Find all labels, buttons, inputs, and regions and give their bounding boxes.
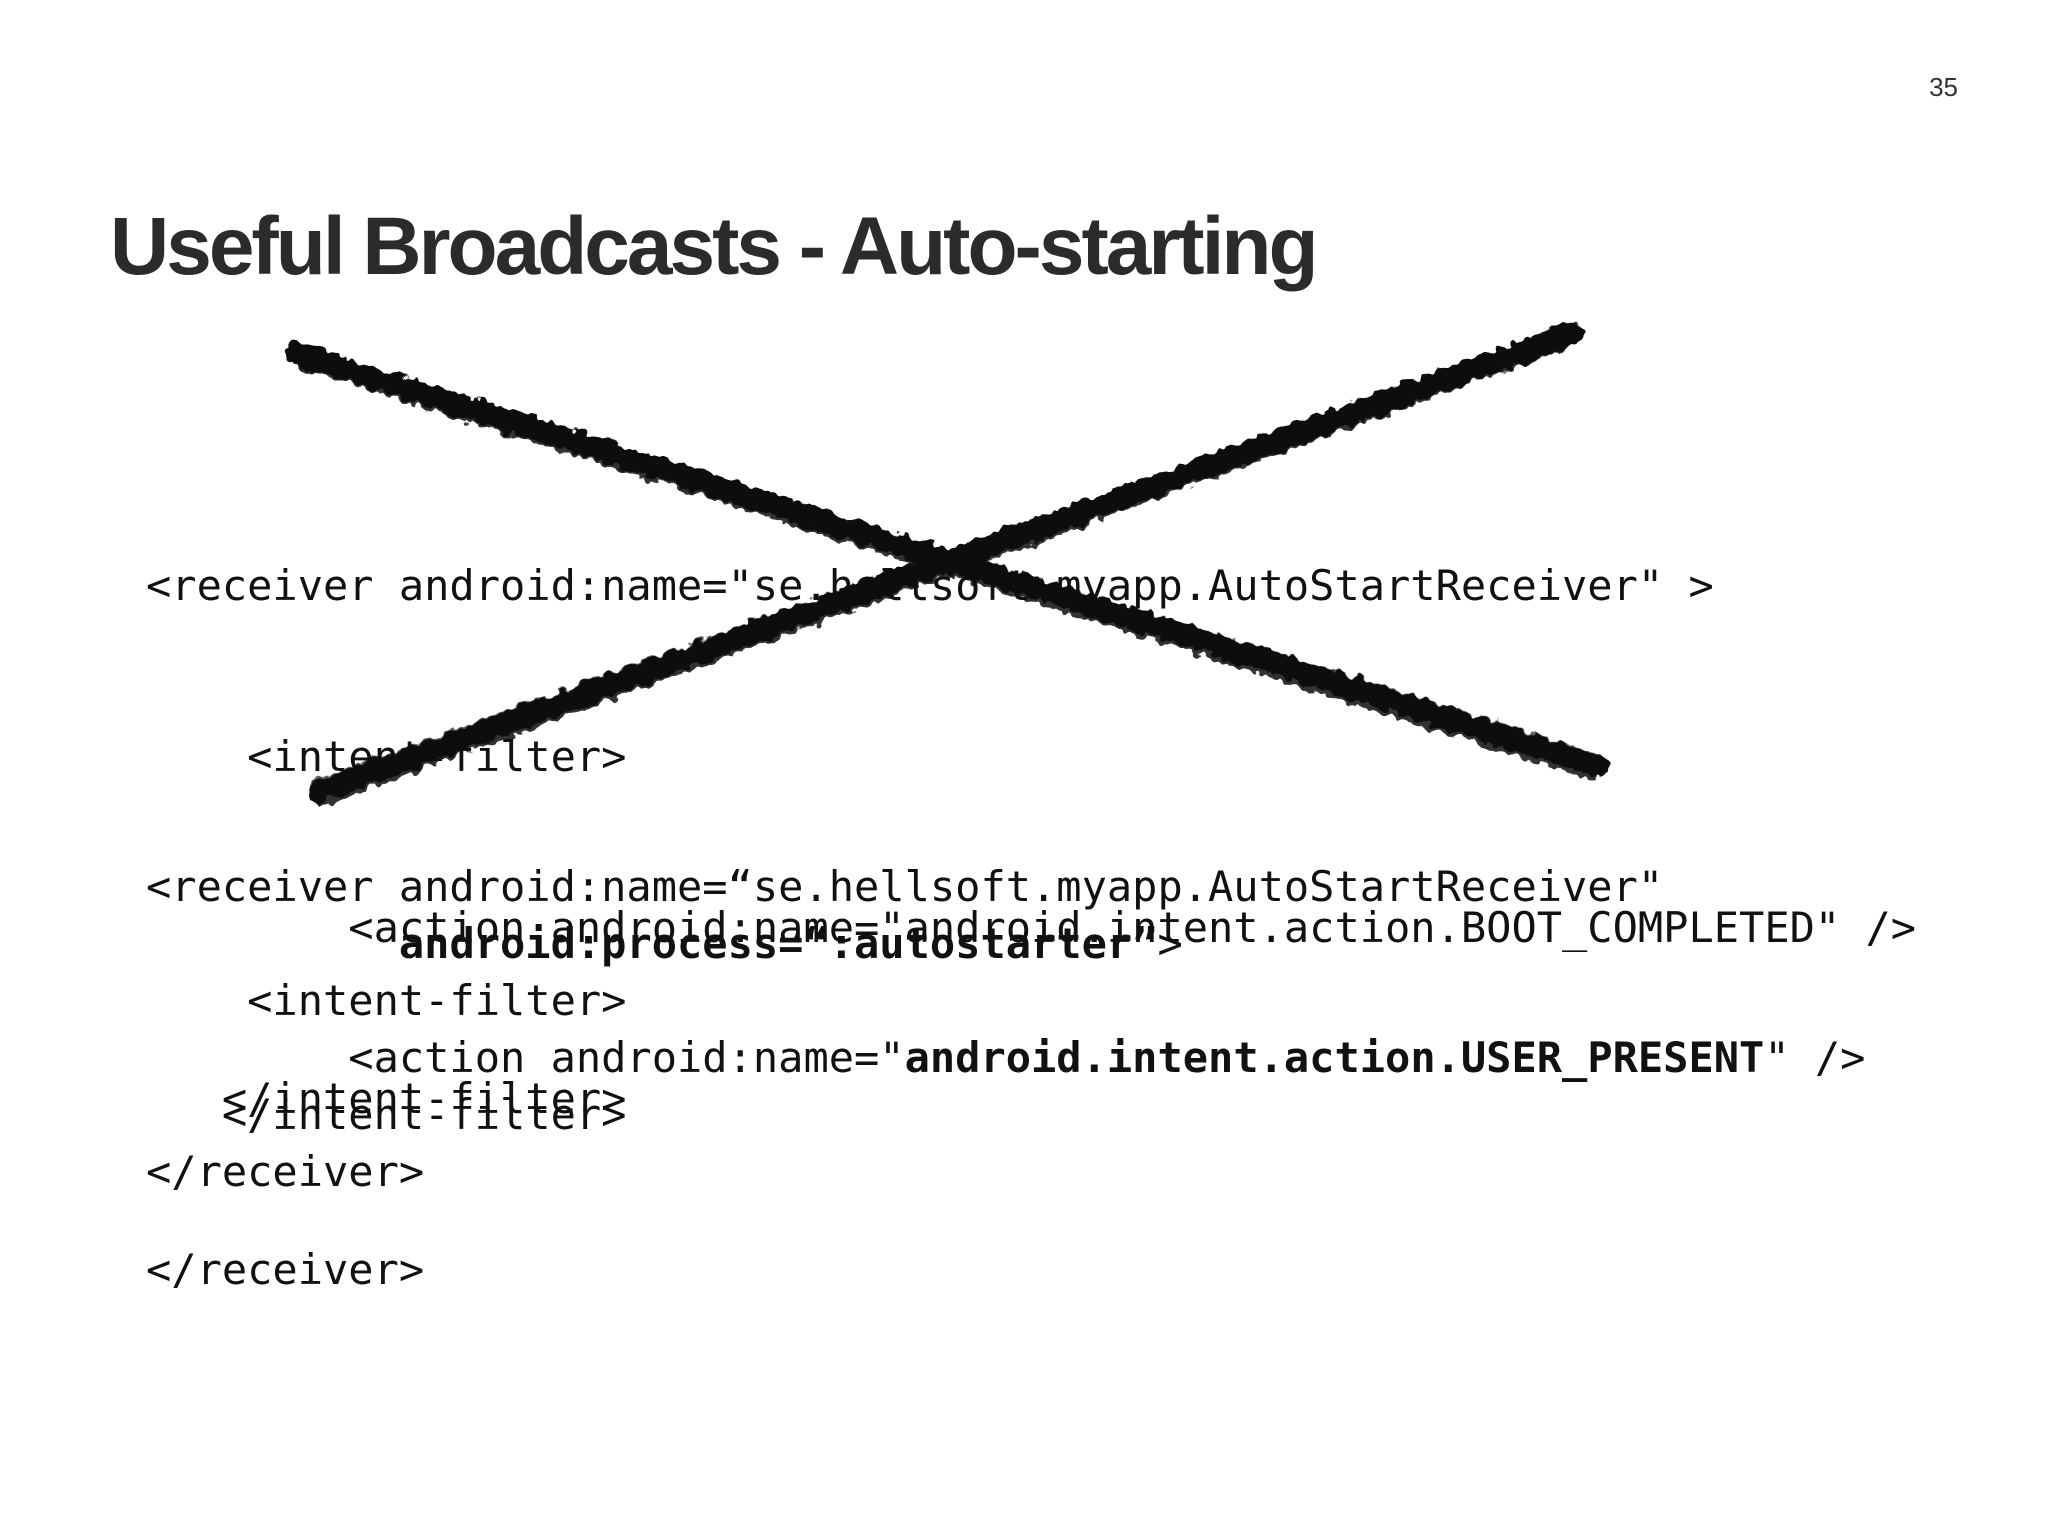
code-line: <receiver android:name="se.hellsoft.myap… [146, 561, 1714, 610]
code-highlight-process: android:process=“:autostarter” [398, 919, 1158, 968]
code-line: </intent-filter> [146, 1090, 627, 1139]
code-line: <intent-filter> [146, 976, 627, 1025]
code-line: <receiver android:name=“se.hellsoft.myap… [146, 862, 1664, 911]
code-line: <action android:name="android.intent.act… [146, 1029, 1865, 1086]
code-line: </receiver> [146, 1147, 425, 1196]
page-number: 35 [1929, 72, 1958, 102]
code-highlight-action: android.intent.action.USER_PRESENT [904, 1033, 1765, 1082]
code-indent [146, 919, 399, 968]
code-block-recommended: <receiver android:name=“se.hellsoft.myap… [146, 858, 1865, 1200]
code-text: <action android:name=" [146, 1033, 905, 1082]
code-text: " /> [1764, 1033, 1866, 1082]
code-line: </receiver> [146, 1245, 425, 1294]
code-line: android:process=“:autostarter”> [146, 915, 1865, 972]
code-line: <action android:name="android.intent.act… [146, 903, 1917, 952]
code-line: </intent-filter> [146, 1074, 627, 1123]
code-line: <intent-filter> [146, 732, 627, 781]
slide-title: Useful Broadcasts - Auto-starting [110, 201, 1319, 292]
code-text: > [1157, 919, 1183, 968]
